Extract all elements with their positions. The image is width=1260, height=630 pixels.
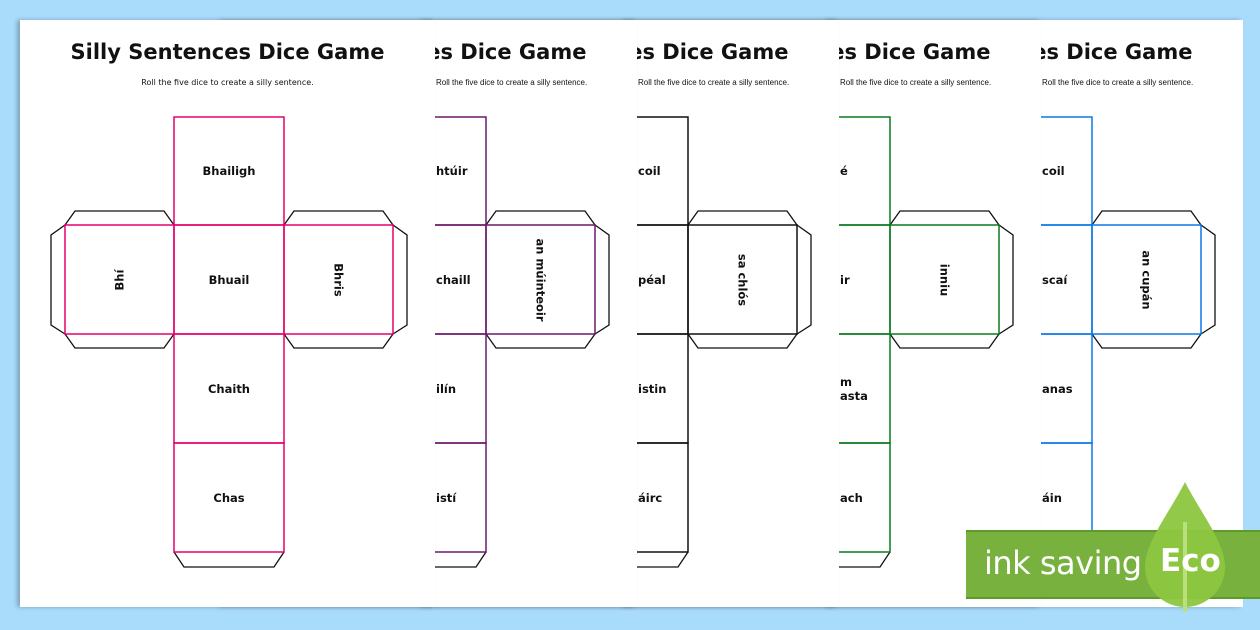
dice-word: inniu <box>937 263 952 297</box>
glue-tab <box>687 210 798 226</box>
dice-face <box>1091 224 1202 335</box>
dice-face <box>485 224 596 335</box>
dice-word: an múinteoir <box>533 238 548 322</box>
glue-tab <box>998 224 1014 335</box>
page-title: Silly Sentences Dice Game <box>70 40 385 64</box>
page-instructions: Roll the five dice to create a silly sen… <box>141 78 314 87</box>
dice-face <box>173 442 285 553</box>
dice-word-visible-part: áirc <box>638 490 663 505</box>
page-instructions: Roll the five dice to create a silly sen… <box>1042 78 1194 87</box>
dice-word: an cupán <box>1139 250 1154 310</box>
glue-tab <box>889 333 1000 349</box>
dice-word-visible-part: áin <box>1042 490 1062 505</box>
dice-word: Bhuail <box>208 272 250 287</box>
dice-word-visible-part: ach <box>840 490 863 505</box>
glue-tab <box>64 333 175 349</box>
dice-word-visible-part: ilín <box>436 381 457 396</box>
dice-word-visible-part: péal <box>638 272 666 287</box>
dice-word-visible-part: m asta <box>840 374 868 403</box>
dice-word-visible-part: ir <box>840 272 850 287</box>
glue-tab <box>485 210 596 226</box>
glue-tab <box>796 224 812 335</box>
dice-word: Chaith <box>207 381 250 396</box>
dice-word-visible-part: istí <box>436 490 457 505</box>
dice-word-visible-part: istin <box>638 381 667 396</box>
dice-word-visible-part: é <box>840 164 848 178</box>
ink-saving-text: ink saving <box>984 544 1142 582</box>
dice-face <box>283 224 394 335</box>
dice-face <box>889 224 1000 335</box>
dice-word-visible-part: coil <box>638 164 661 178</box>
glue-tab <box>889 210 1000 226</box>
glue-tab <box>173 551 285 568</box>
leaf-icon <box>1145 482 1225 612</box>
dice-net <box>50 116 408 568</box>
glue-tab <box>64 210 175 226</box>
eco-label: Eco <box>1160 543 1221 579</box>
glue-tab <box>392 224 408 335</box>
dice-word: Bhailigh <box>202 164 256 178</box>
glue-tab <box>283 210 394 226</box>
dice-word: sa chlós <box>735 253 750 307</box>
page-instructions: Roll the five dice to create a silly sen… <box>436 78 588 87</box>
dice-face <box>687 224 798 335</box>
dice-face <box>64 224 175 335</box>
dice-word-visible-part: coil <box>1042 164 1065 178</box>
glue-tab <box>1200 224 1216 335</box>
dice-word-visible-part: chaill <box>436 272 471 287</box>
dice-word-visible-part: anas <box>1042 381 1073 396</box>
page-instructions: Roll the five dice to create a silly sen… <box>638 78 790 87</box>
glue-tab <box>1091 333 1202 349</box>
dice-word-visible-part: scaí <box>1042 272 1068 287</box>
glue-tab <box>50 224 66 335</box>
dice-word: Bhris <box>331 263 346 297</box>
dice-word-visible-part: htúir <box>436 164 468 178</box>
glue-tab <box>594 224 610 335</box>
glue-tab <box>1091 210 1202 226</box>
page-instructions: Roll the five dice to create a silly sen… <box>840 78 992 87</box>
dice-word: Bhí <box>112 269 127 291</box>
glue-tab <box>283 333 394 349</box>
glue-tab <box>485 333 596 349</box>
glue-tab <box>687 333 798 349</box>
dice-word: Chas <box>213 490 245 505</box>
